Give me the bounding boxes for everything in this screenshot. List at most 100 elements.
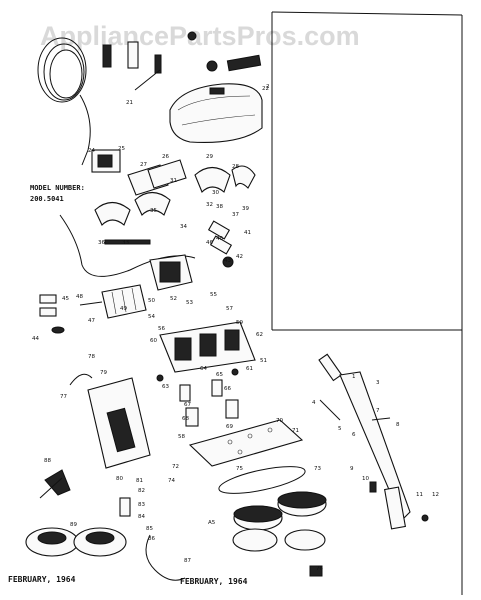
- polishing-pad-parts: [25, 527, 127, 557]
- callout: 39: [242, 206, 249, 212]
- callout: 4: [312, 400, 316, 406]
- callout: 12: [432, 492, 439, 498]
- callout: 28: [232, 164, 239, 170]
- callout: 83: [138, 502, 145, 508]
- wing-nut-part: [39, 469, 71, 499]
- date-bottom: FEBRUARY, 1964: [180, 577, 248, 586]
- brush-housing-parts: [91, 149, 256, 255]
- callout: 86: [148, 536, 155, 542]
- handle-assembly: [318, 353, 429, 530]
- callout-numbers: 2 21 22 24 25 26 27 28 29 30 31 32 33 34…: [32, 84, 439, 572]
- callout: 61: [246, 366, 253, 372]
- callout: 1: [352, 374, 356, 380]
- callout: 72: [172, 464, 179, 470]
- callout: 24: [88, 148, 95, 154]
- motor-assembly: [39, 254, 234, 334]
- callout: 56: [158, 326, 165, 332]
- callout: 53: [186, 300, 193, 306]
- callout: 87: [184, 558, 191, 564]
- callout: 54: [148, 314, 155, 320]
- callout: 60: [150, 338, 157, 344]
- callout: 36: [98, 240, 105, 246]
- callout: 57: [226, 306, 233, 312]
- callout: 68: [182, 416, 189, 422]
- callout: 27: [140, 162, 147, 168]
- callout: 11: [416, 492, 423, 498]
- callout: 8: [396, 422, 400, 428]
- callout: 74: [168, 478, 175, 484]
- callout: 67: [184, 402, 191, 408]
- callout: 73: [314, 466, 321, 472]
- callout: 34: [180, 224, 187, 230]
- callout: 70: [276, 418, 283, 424]
- callout: 84: [138, 514, 145, 520]
- callout: 26: [162, 154, 169, 160]
- callout: 6: [352, 432, 356, 438]
- callout: 32: [206, 202, 213, 208]
- callout: 10: [362, 476, 369, 482]
- date-left: FEBRUARY, 1964: [8, 575, 76, 584]
- callout: 89: [70, 522, 77, 528]
- callout: 43: [224, 258, 231, 264]
- power-cord-coil: [37, 37, 91, 166]
- top-hardware-parts: [102, 31, 262, 91]
- callout: 71: [292, 428, 299, 434]
- watermark-text: AppliancePartsPros.com: [40, 21, 360, 51]
- model-number: 200.5041: [30, 195, 64, 203]
- callout: 25: [118, 146, 125, 152]
- callout: 31: [170, 178, 177, 184]
- callout: 38: [216, 204, 223, 210]
- callout: 51: [260, 358, 267, 364]
- switch-housing-part: [69, 373, 151, 469]
- callout: 5: [338, 426, 342, 432]
- gear-box-assembly: [156, 321, 256, 427]
- plug-connector-part: [309, 565, 323, 577]
- callout: 46: [206, 240, 213, 246]
- callout: 66: [224, 386, 231, 392]
- frame-lines: [271, 11, 463, 595]
- callout: 52: [170, 296, 177, 302]
- callout: 55: [210, 292, 217, 298]
- callout: 82: [138, 488, 145, 494]
- callout: 2: [266, 84, 270, 90]
- callout: 48: [76, 294, 83, 300]
- drive-belt-part: [218, 466, 306, 494]
- callout: 30: [212, 190, 219, 196]
- callout: 33: [122, 240, 129, 246]
- scrub-brush-parts: [232, 491, 327, 552]
- callout: 64: [200, 366, 207, 372]
- callout: 50: [148, 298, 155, 304]
- callout: 45: [62, 296, 69, 302]
- callout: 42: [236, 254, 243, 260]
- callout: 40: [216, 236, 223, 242]
- callout: 81: [136, 478, 143, 484]
- callout: 3: [376, 380, 380, 386]
- callout: 62: [256, 332, 263, 338]
- bottom-plate-part: [188, 419, 304, 467]
- callout: 65: [216, 372, 223, 378]
- callout: 29: [206, 154, 213, 160]
- callout: 44: [32, 336, 39, 342]
- cord-hook-loop: [59, 214, 196, 277]
- callout: 69: [226, 424, 233, 430]
- callout: 21: [126, 100, 133, 106]
- callout: 35: [150, 208, 157, 214]
- callout: 58: [178, 434, 185, 440]
- callout: 49: [120, 306, 127, 312]
- callout: 88: [44, 458, 51, 464]
- callout: 7: [376, 408, 380, 414]
- hose-part: [119, 497, 186, 581]
- model-label: MODEL NUMBER:: [30, 184, 85, 192]
- callout: 47: [88, 318, 95, 324]
- callout: 78: [88, 354, 95, 360]
- callout: 77: [60, 394, 67, 400]
- callout: 9: [350, 466, 354, 472]
- callout: 85: [146, 526, 153, 532]
- callout: 79: [100, 370, 107, 376]
- callout: 76: [316, 566, 323, 572]
- motor-hood-part: [169, 83, 263, 143]
- callout: 37: [232, 212, 239, 218]
- callout: 75: [236, 466, 243, 472]
- subassembly-label: A5: [208, 520, 216, 526]
